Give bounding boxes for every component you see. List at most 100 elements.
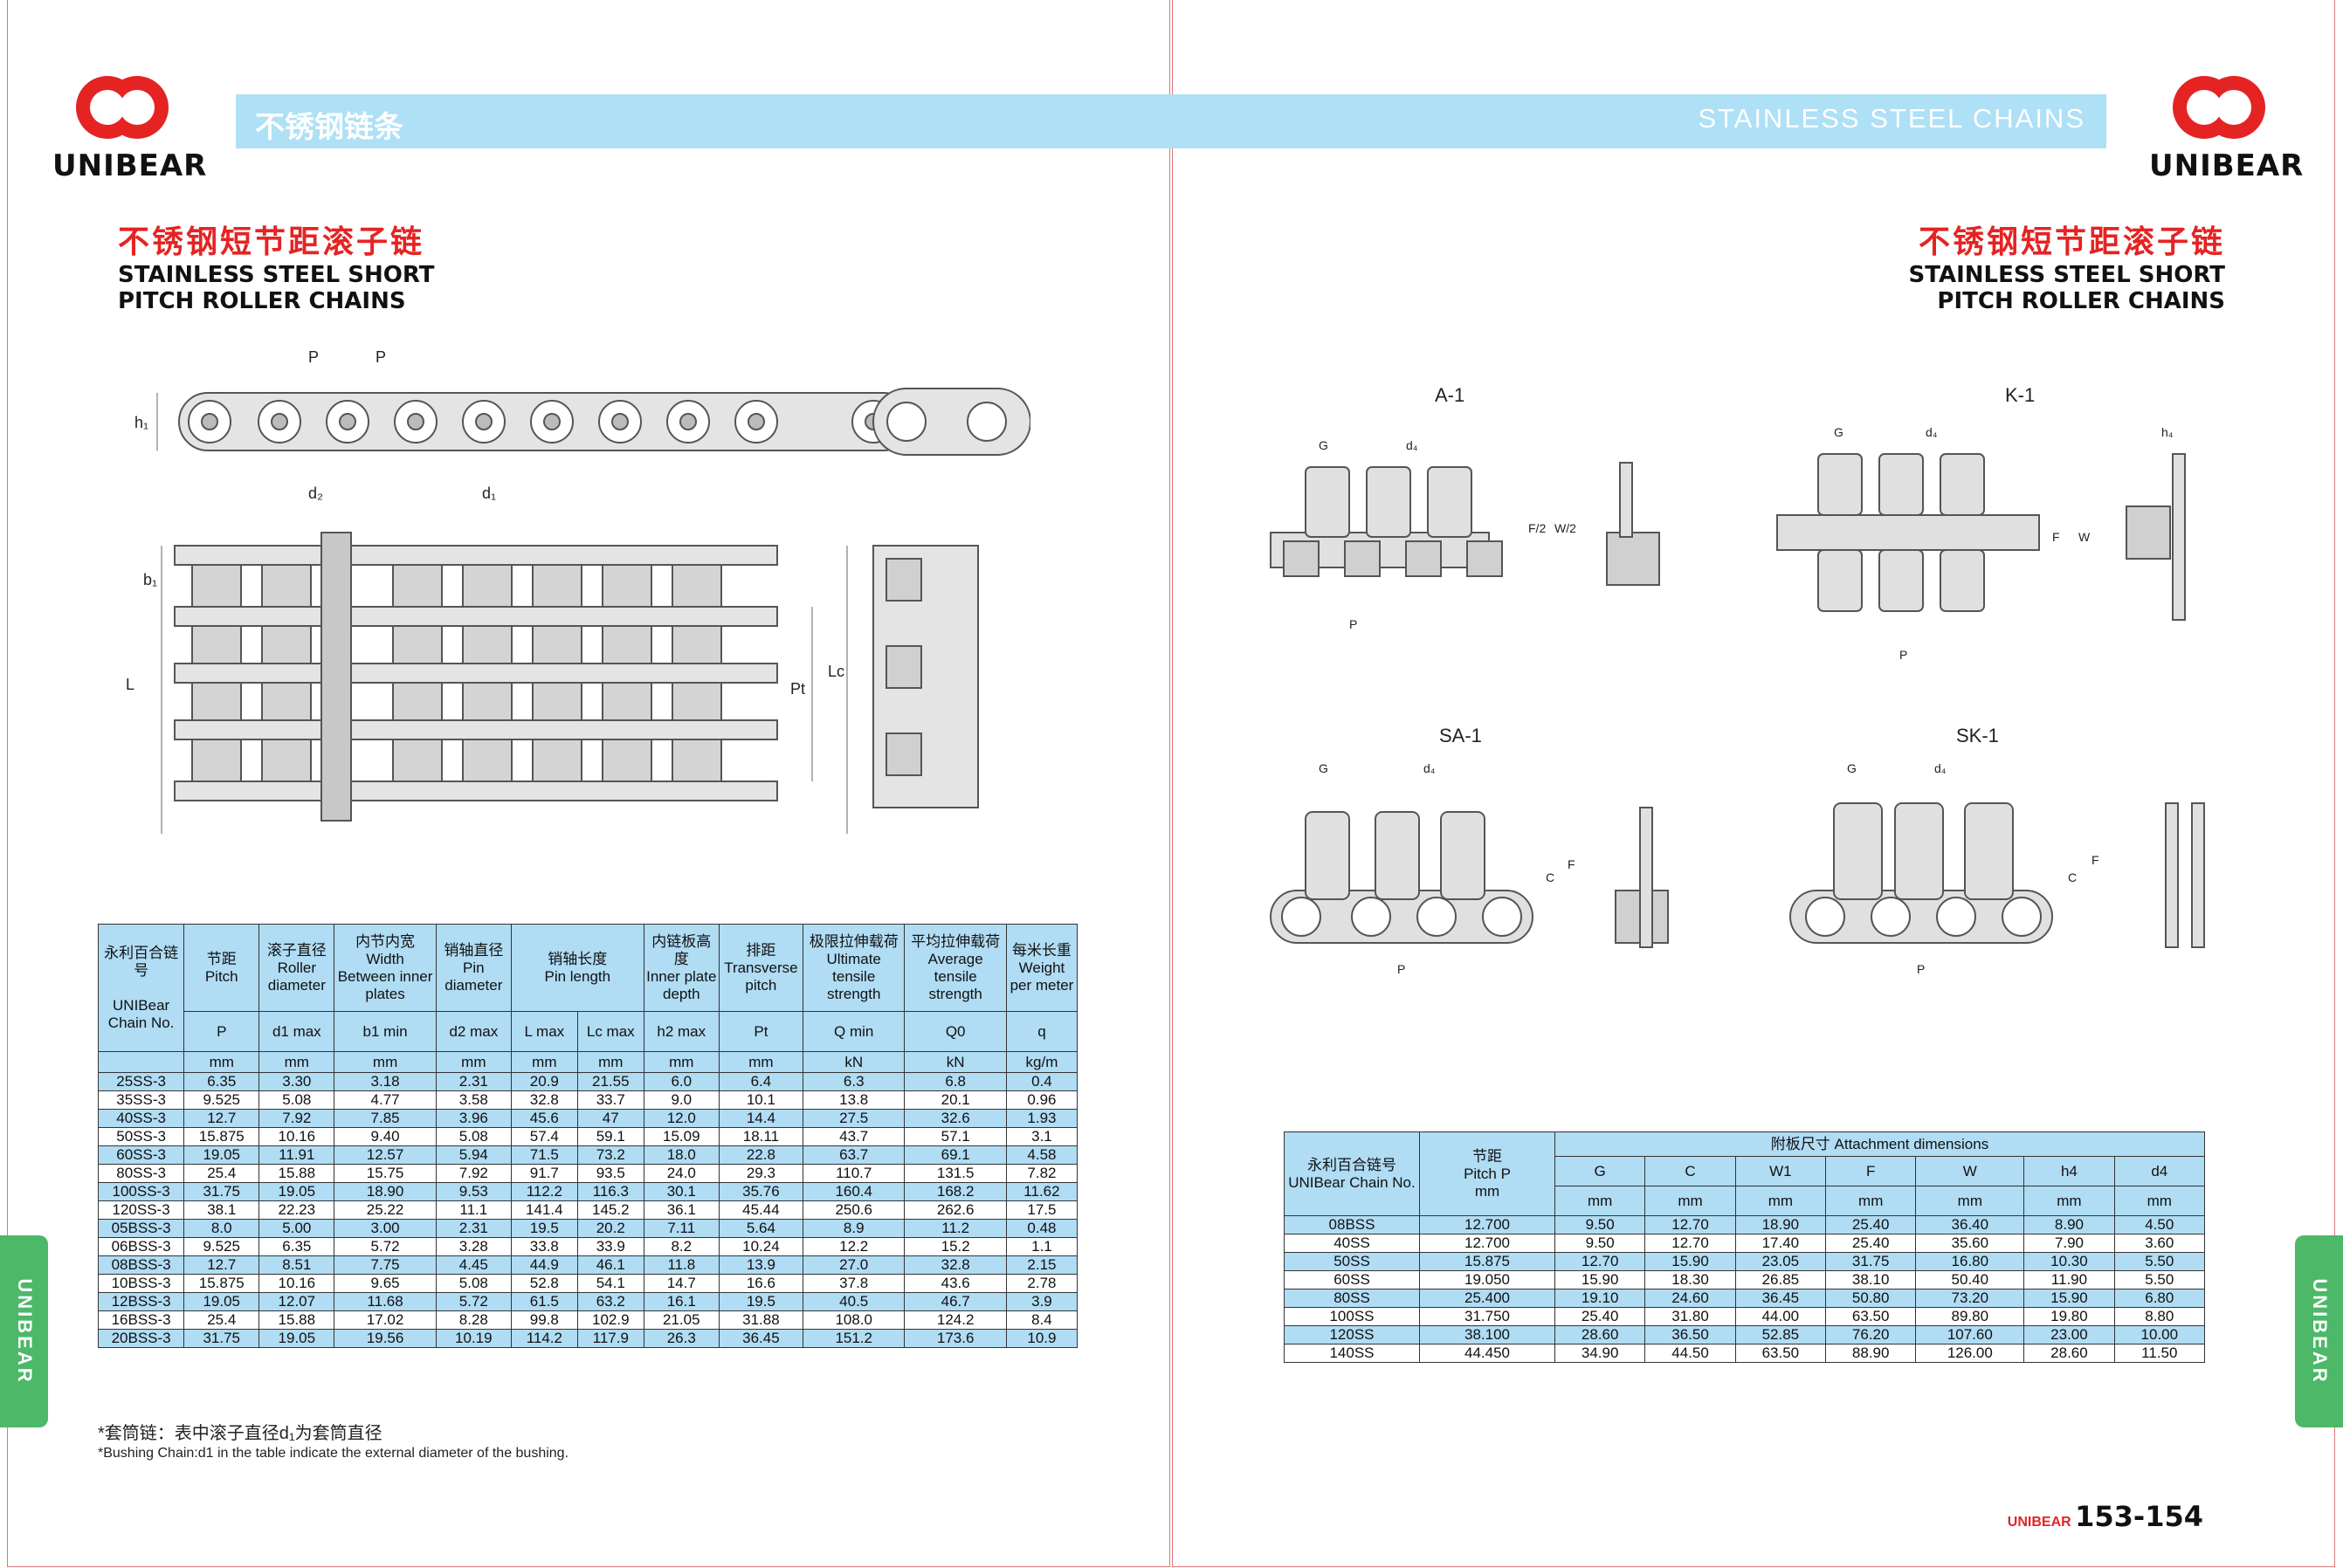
table-cell: 43.6 xyxy=(904,1274,1007,1293)
label-f2: F/2 xyxy=(1528,521,1546,535)
table-cell: 61.5 xyxy=(510,1292,578,1311)
table-cell: 38.10 xyxy=(1825,1270,1917,1289)
table-cell: 12.07 xyxy=(258,1292,335,1311)
table-cell: 8.2 xyxy=(643,1237,720,1256)
table-cell: 25.400 xyxy=(1419,1289,1555,1308)
table-cell: 151.2 xyxy=(802,1329,906,1348)
table-cell: 8.90 xyxy=(2023,1215,2115,1234)
table-cell: 107.60 xyxy=(1915,1325,2025,1344)
brand-logo-left: UNIBEAR xyxy=(52,68,206,183)
label-p: P xyxy=(1349,617,1357,631)
header-band-right: STAINLESS STEEL CHAINS xyxy=(1170,94,2106,148)
table-cell: 30.1 xyxy=(643,1182,720,1201)
table-cell: 59.1 xyxy=(576,1127,644,1146)
table-cell: 36.50 xyxy=(1644,1325,1736,1344)
table-cell: 20.2 xyxy=(576,1219,644,1238)
table-cell: 21.55 xyxy=(576,1072,644,1091)
table-cell: 6.35 xyxy=(183,1072,260,1091)
table-cell: 19.05 xyxy=(258,1329,335,1348)
table-cell: 10.00 xyxy=(2113,1325,2206,1344)
table-cell: 31.75 xyxy=(183,1182,260,1201)
label-c: C xyxy=(2068,870,2077,884)
page-number-brand: UNIBEAR xyxy=(2007,1515,2071,1530)
table-cell: 5.64 xyxy=(718,1219,803,1238)
table-cell: 8.80 xyxy=(2113,1307,2206,1326)
table-cell: 73.20 xyxy=(1915,1289,2025,1308)
table-cell: 36.1 xyxy=(643,1200,720,1220)
table-cell: 27.0 xyxy=(802,1255,906,1275)
label-d1: d₁ xyxy=(482,485,496,502)
table-cell: 131.5 xyxy=(904,1164,1007,1183)
table-cell: 31.80 xyxy=(1644,1307,1736,1326)
label-sa1: SA-1 xyxy=(1439,725,1482,746)
table-cell: 9.50 xyxy=(1554,1215,1646,1234)
table-cell: 6.0 xyxy=(643,1072,720,1091)
header-title-cn: 不锈钢链条 xyxy=(255,111,403,144)
label-h4: h₄ xyxy=(2161,428,2174,439)
table-cell: 100SS-3 xyxy=(97,1182,185,1201)
table-cell: 18.90 xyxy=(1734,1215,1827,1234)
table-cell: 88.90 xyxy=(1825,1344,1917,1363)
table-cell: 71.5 xyxy=(510,1145,578,1165)
table-cell: 5.50 xyxy=(2113,1270,2206,1289)
table-cell: 124.2 xyxy=(904,1310,1007,1330)
table-cell: 06BSS-3 xyxy=(97,1237,185,1256)
brand-logo-right: UNIBEAR xyxy=(2149,68,2303,183)
table-cell: 141.4 xyxy=(510,1200,578,1220)
table-cell: 10.1 xyxy=(718,1090,803,1110)
table-cell: 33.7 xyxy=(576,1090,644,1110)
header-band-left: 不锈钢链条 xyxy=(236,94,1170,148)
table-cell: 262.6 xyxy=(904,1200,1007,1220)
label-d4: d₄ xyxy=(1423,761,1436,775)
table-cell: 140SS xyxy=(1284,1344,1420,1363)
table-cell: 23.05 xyxy=(1734,1252,1827,1271)
left-page-frame xyxy=(7,0,1170,1567)
section-title-en-2: PITCH ROLLER CHAINS xyxy=(1937,288,2225,314)
table-cell: 126.00 xyxy=(1915,1344,2025,1363)
table-cell: 110.7 xyxy=(802,1164,906,1183)
table-cell: 12.700 xyxy=(1419,1215,1555,1234)
table-cell: 16.80 xyxy=(1915,1252,2025,1271)
table-cell: 80SS-3 xyxy=(97,1164,185,1183)
table-cell: 69.1 xyxy=(904,1145,1007,1165)
table-cell: 108.0 xyxy=(802,1310,906,1330)
table-cell: 12.70 xyxy=(1644,1234,1736,1253)
table-cell: 36.45 xyxy=(718,1329,803,1348)
table-cell: 17.40 xyxy=(1734,1234,1827,1253)
label-c: C xyxy=(1546,870,1554,884)
col-group-attachment: 附板尺寸 Attachment dimensions xyxy=(1554,1131,2205,1157)
table-cell: 21.05 xyxy=(643,1310,720,1330)
table-cell: 29.3 xyxy=(718,1164,803,1183)
table-cell: 33.8 xyxy=(510,1237,578,1256)
table-cell: 60SS-3 xyxy=(97,1145,185,1165)
table-cell: 12.0 xyxy=(643,1109,720,1128)
table-cell: 18.90 xyxy=(334,1182,437,1201)
table-cell: 15.875 xyxy=(1419,1252,1555,1271)
table-cell: 38.1 xyxy=(183,1200,260,1220)
table-cell: 10.9 xyxy=(1005,1329,1078,1348)
table-cell: 46.7 xyxy=(904,1292,1007,1311)
table-cell: 6.3 xyxy=(802,1072,906,1091)
table-cell: 5.00 xyxy=(258,1219,335,1238)
table-cell: 3.00 xyxy=(334,1219,437,1238)
label-g: G xyxy=(1319,438,1328,452)
table-cell: 11.1 xyxy=(435,1200,512,1220)
table-cell: 15.90 xyxy=(1554,1270,1646,1289)
table-cell: 24.60 xyxy=(1644,1289,1736,1308)
table-cell: 19.56 xyxy=(334,1329,437,1348)
